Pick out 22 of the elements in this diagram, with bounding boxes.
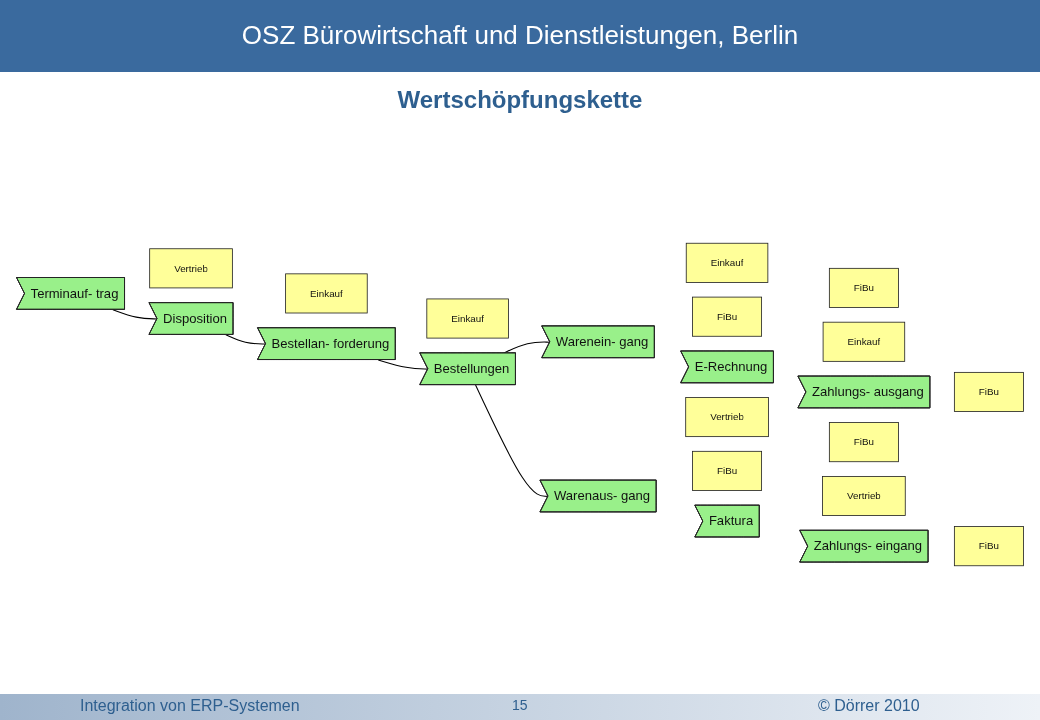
node-box: Vertrieb	[149, 248, 233, 289]
node-box: FiBu	[953, 371, 1024, 412]
node-box: Vertrieb	[822, 476, 906, 516]
connector	[475, 384, 549, 497]
node-box: Einkauf	[285, 273, 368, 314]
node-box: FiBu	[692, 296, 762, 337]
page-number: 15	[512, 697, 528, 713]
diagram-title: Wertschöpfungskette	[396, 86, 644, 114]
connector	[377, 359, 429, 370]
node-box: Einkauf	[426, 298, 509, 339]
node-box: FiBu	[953, 526, 1024, 567]
node-box: Einkauf	[685, 242, 769, 283]
connector	[225, 334, 267, 345]
copyright-text: © Dörrer 2010	[818, 697, 920, 715]
footer-text: Integration von ERP-Systemen	[80, 697, 300, 715]
node-box: Vertrieb	[685, 397, 769, 438]
connector	[112, 309, 158, 320]
node-box: FiBu	[828, 422, 899, 463]
node-box: FiBu	[692, 450, 762, 491]
node-box: Einkauf	[822, 321, 906, 362]
node-box: FiBu	[828, 267, 899, 308]
header-title: OSZ Bürowirtschaft und Dienstleistungen, Berlin	[240, 20, 800, 51]
